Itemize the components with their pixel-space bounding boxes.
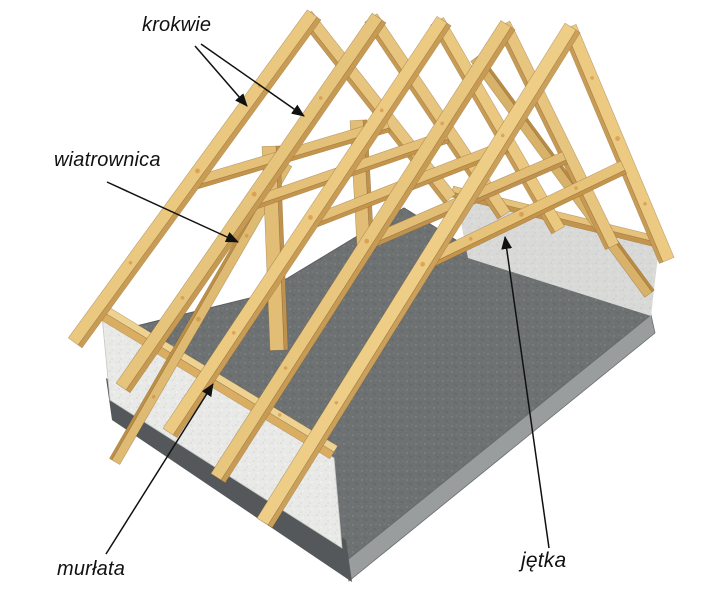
arrow-jetka xyxy=(501,236,550,549)
wood-knot xyxy=(196,316,201,322)
wood-knot xyxy=(364,238,370,244)
label-krokwie: krokwie xyxy=(142,14,212,36)
wood-knot xyxy=(180,295,185,300)
arrow-wiatrownica xyxy=(106,181,239,243)
wood-knot xyxy=(244,233,249,238)
wood-knot xyxy=(420,261,426,267)
timber-frame xyxy=(67,9,675,528)
wood-knot xyxy=(128,260,133,265)
arrow-murlata xyxy=(105,383,214,555)
arrow-krokwie-1 xyxy=(194,45,248,107)
wood-knot xyxy=(590,76,594,80)
wood-knot xyxy=(468,237,473,241)
wood-knot xyxy=(231,330,236,335)
wood-knot xyxy=(318,96,323,100)
rafter-left-1 xyxy=(67,9,322,349)
wood-knot xyxy=(334,400,339,405)
rafter-left-5 xyxy=(256,22,581,528)
wood-knot xyxy=(283,366,288,370)
wood-knot xyxy=(440,121,444,126)
wood-knot xyxy=(500,133,505,138)
arrow-krokwie-2 xyxy=(200,43,305,117)
wood-knot xyxy=(519,211,524,217)
wood-knot xyxy=(643,201,647,206)
label-murlata: murłata xyxy=(57,558,126,580)
rafter-left-3 xyxy=(162,15,452,439)
wood-knot xyxy=(308,215,313,220)
wood-knot xyxy=(615,136,620,141)
wood-knot xyxy=(151,394,156,399)
wood-knot xyxy=(379,108,384,113)
wood-knot xyxy=(251,191,257,197)
label-jetka: jętka xyxy=(521,549,567,572)
wood-knot xyxy=(195,168,200,174)
wood-knot xyxy=(277,413,282,417)
rafter-left-2 xyxy=(115,12,387,394)
rafter-left-4 xyxy=(210,20,516,484)
label-wiatrownica: wiatrownica xyxy=(54,149,161,171)
rafter-right-5 xyxy=(560,23,675,264)
annotation-arrows xyxy=(105,43,550,555)
wood-knot xyxy=(574,186,578,190)
